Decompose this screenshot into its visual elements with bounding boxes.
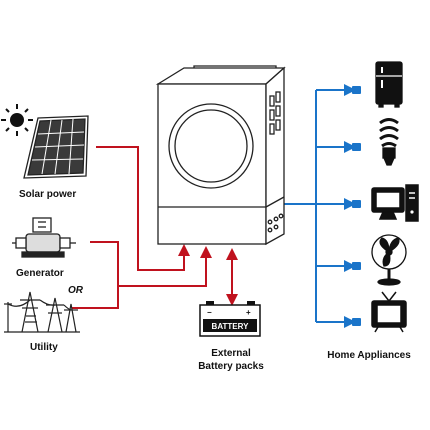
solar-label: Solar power [19, 189, 76, 200]
battery-icon: − + BATTERY [199, 301, 261, 337]
plug-computer [352, 200, 361, 208]
computer-icon [371, 184, 419, 222]
plug-fan [352, 262, 361, 270]
external-label-line2: Battery packs [198, 361, 264, 372]
generator-icon [12, 217, 76, 258]
appliances-label: Home Appliances [327, 350, 411, 361]
utility-pylon-icon [4, 291, 80, 333]
inverter-divider-side [265, 196, 285, 208]
inverter-unit [155, 65, 286, 246]
fridge-icon [375, 61, 403, 108]
utility-wire [72, 286, 119, 309]
solar-panel-icon [23, 115, 89, 179]
bulb-icon [379, 118, 399, 166]
battery-text: BATTERY [212, 322, 250, 331]
plug-tv [352, 318, 361, 326]
svg-text:−: − [207, 308, 212, 317]
inverter-terminals [267, 213, 284, 233]
utility-label: Utility [30, 342, 58, 353]
external-label-line1: External [211, 348, 251, 359]
generator-label: Generator [16, 268, 64, 279]
tv-icon [371, 291, 407, 333]
plug-heads [352, 86, 361, 326]
fan-icon [371, 234, 407, 286]
svg-text:+: + [246, 308, 251, 317]
inverter-top [155, 67, 286, 85]
output-wiring [284, 84, 356, 328]
sun-icon [1, 104, 33, 136]
generator-wire [90, 241, 212, 287]
inverter-display-inner [174, 109, 248, 183]
plug-fridge [352, 86, 361, 94]
input-wiring [72, 146, 238, 309]
plug-bulb [352, 143, 361, 151]
solar-wire [96, 146, 190, 271]
or-label: OR [68, 285, 84, 296]
inverter-vents [269, 91, 281, 135]
